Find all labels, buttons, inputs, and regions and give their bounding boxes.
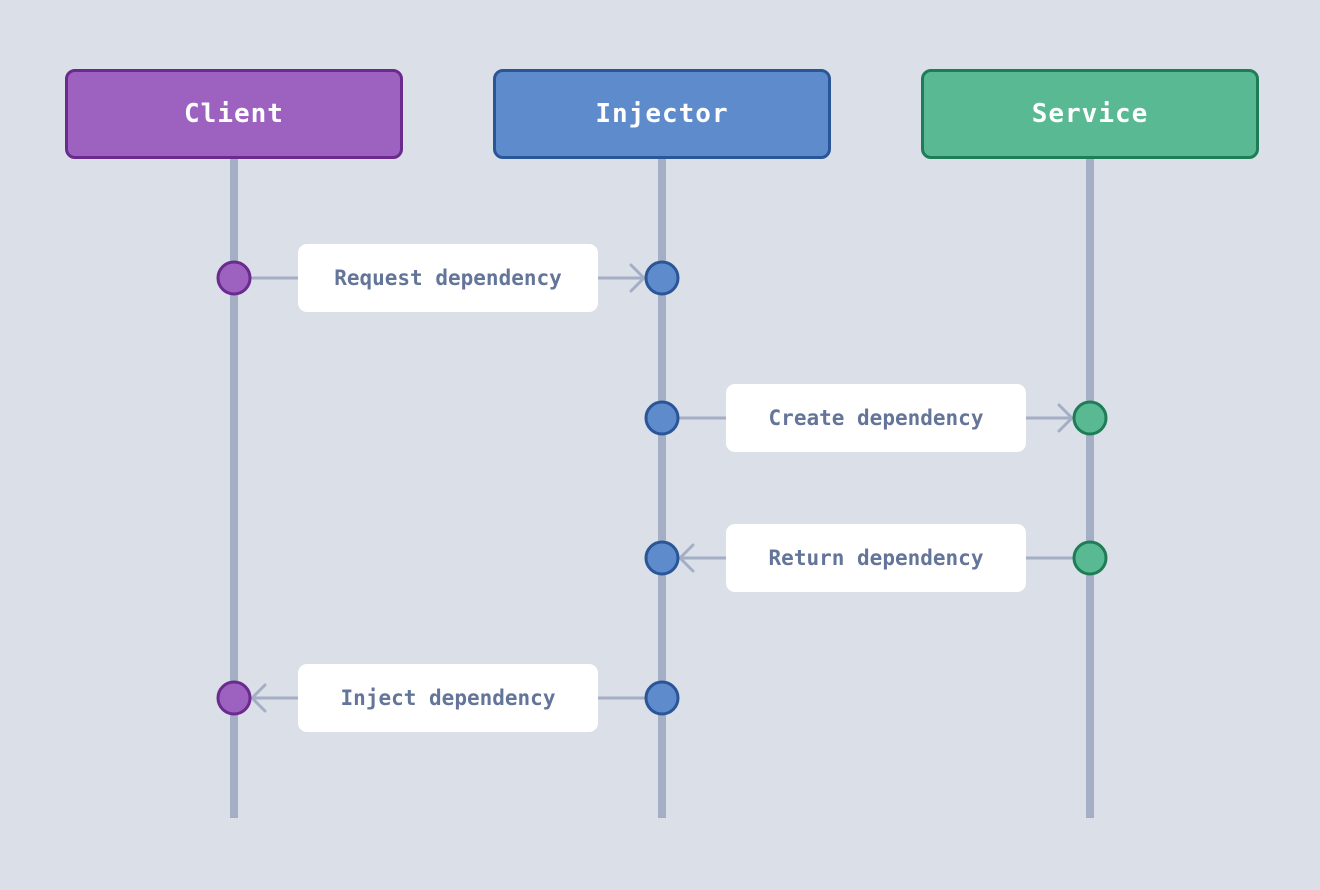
activation-dot-client	[216, 260, 252, 296]
message-inject-label: Inject dependency	[298, 664, 598, 732]
activation-dot-service	[1072, 540, 1108, 576]
activation-dot-injector	[644, 680, 680, 716]
actor-injector: Injector	[493, 69, 831, 159]
message-create-label: Create dependency	[726, 384, 1026, 452]
arrowhead-icon	[629, 263, 646, 293]
arrowhead-icon	[678, 543, 695, 573]
activation-dot-client	[216, 680, 252, 716]
arrowhead-icon	[250, 683, 267, 713]
activation-dot-injector	[644, 540, 680, 576]
activation-dot-service	[1072, 400, 1108, 436]
activation-dot-injector	[644, 400, 680, 436]
actor-client: Client	[65, 69, 403, 159]
message-request-label: Request dependency	[298, 244, 598, 312]
activation-dot-injector	[644, 260, 680, 296]
actor-service: Service	[921, 69, 1259, 159]
arrowhead-icon	[1057, 403, 1074, 433]
message-return-label: Return dependency	[726, 524, 1026, 592]
